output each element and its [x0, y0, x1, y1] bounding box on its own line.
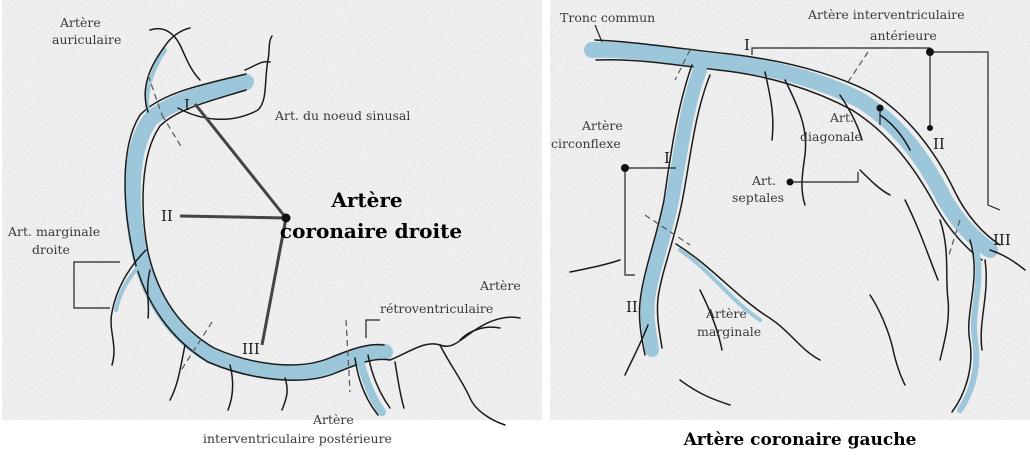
label-noeud-sinusal: Art. du noeud sinusal — [274, 108, 410, 123]
circ-segment-i: I — [664, 149, 670, 167]
label-iva-1: Artère interventriculaire — [807, 7, 965, 22]
panel-right-coronary — [2, 0, 542, 420]
title-left-coronary: Artère coronaire gauche — [683, 430, 917, 450]
pointer-dot-iva — [926, 48, 934, 56]
label-marginale-droite-1: Art. marginale — [7, 224, 100, 239]
label-marginale-1: Artère — [705, 306, 747, 321]
label-retroventriculaire-1: Artère — [479, 278, 521, 293]
pointer-dot-circumflex — [621, 164, 629, 172]
label-retroventriculaire-2: rétroventriculaire — [380, 301, 493, 316]
iva-segment-ii: II — [933, 135, 945, 153]
label-circonflexe-1: Artère — [581, 118, 623, 133]
label-circonflexe-2: circonflexe — [551, 136, 621, 151]
label-marginale-2: marginale — [697, 324, 761, 339]
pointer-dot-septales — [787, 179, 794, 186]
segment-label-ii: II — [161, 207, 173, 225]
label-marginale-droite-2: droite — [32, 242, 70, 257]
label-diagonale-2: diagonale — [800, 129, 862, 144]
label-iva-2: antérieure — [870, 28, 937, 43]
pointer-dot-iva-ii — [927, 125, 933, 131]
label-septales-1: Art. — [751, 173, 776, 188]
circ-segment-ii: II — [626, 298, 638, 316]
title-right-line2: coronaire droite — [280, 219, 462, 243]
label-artere-auriculaire-2: auriculaire — [52, 32, 121, 47]
segment-label-i: I — [184, 96, 190, 114]
iva-segment-iii: III — [993, 231, 1011, 249]
label-ivp-1: Artère — [312, 412, 354, 427]
label-tronc-commun: Tronc commun — [560, 10, 655, 25]
title-right-line1: Artère — [330, 188, 402, 212]
label-diagonale-1: Art. — [829, 110, 854, 125]
iva-segment-i: I — [744, 36, 750, 54]
segment-label-iii: III — [242, 340, 260, 358]
label-artere-auriculaire-1: Artère — [59, 15, 101, 30]
label-septales-2: septales — [732, 190, 784, 205]
label-ivp-2: interventriculaire postérieure — [203, 431, 392, 446]
pointer-dot-diagonale — [877, 105, 884, 112]
